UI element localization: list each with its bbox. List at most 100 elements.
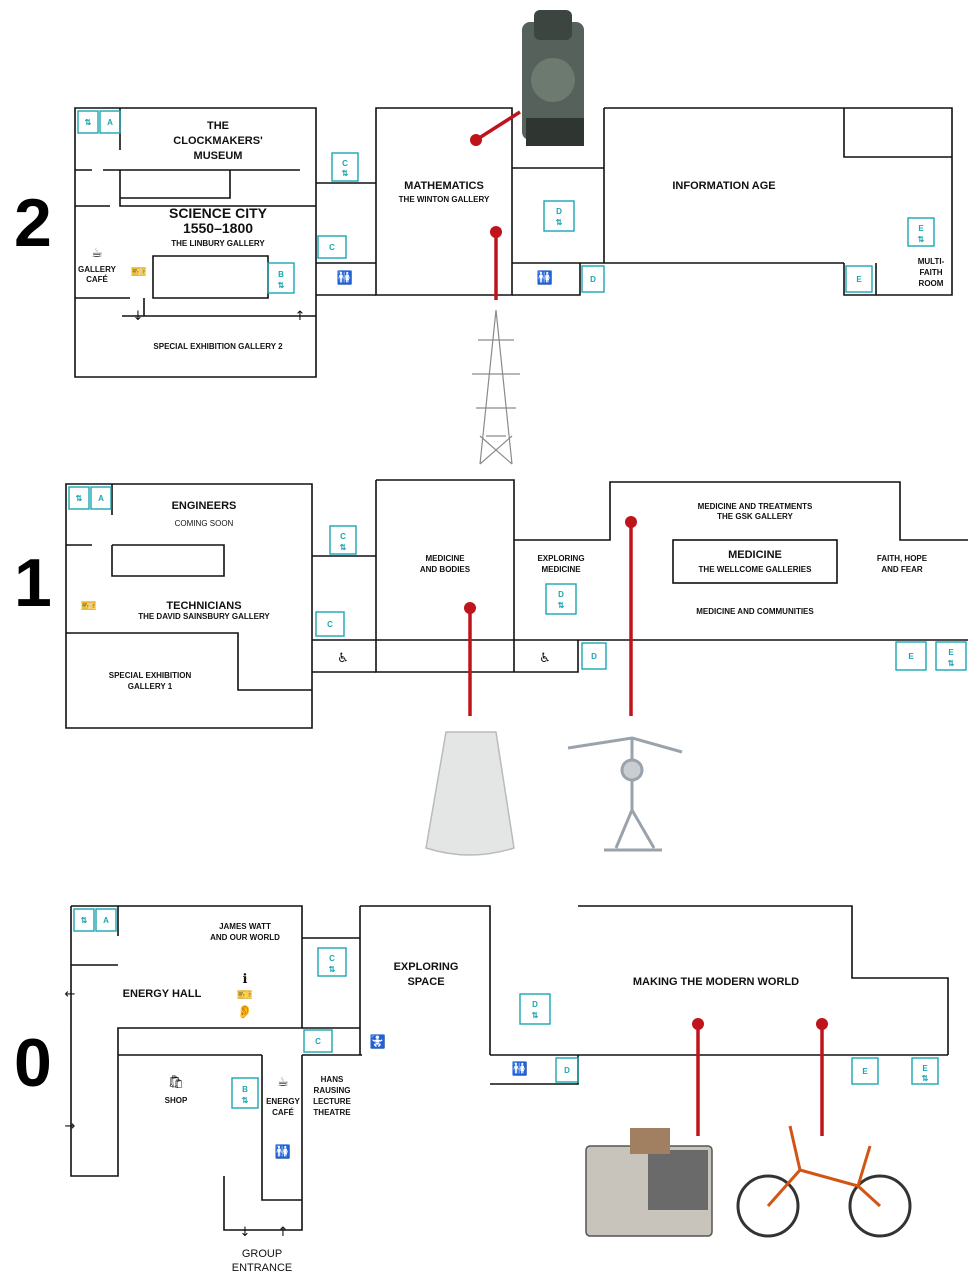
stairs-c-floor2: C [317, 235, 347, 259]
ticket-icon: 🎫 [131, 265, 147, 280]
room-label-faith-hope-1: FAITH, HOPE [877, 554, 928, 563]
lift-a-floor2: ⇅ [77, 110, 99, 134]
object-pin-pylon [472, 226, 520, 465]
room-sub-mathematics: THE WINTON GALLERY [399, 195, 490, 204]
floor1-medicine-walls [375, 479, 968, 641]
lift-e-floor1: E⇅ [935, 641, 967, 671]
floor1-connector-walls [312, 555, 376, 673]
accessible-toilet-icon: ♿ [337, 651, 349, 666]
room-label-science-city-2: 1550–1800 [183, 220, 253, 236]
robot-arm-image [567, 736, 683, 852]
svg-text:A: A [98, 494, 104, 503]
lift-d-floor1: D⇅ [545, 583, 577, 615]
svg-text:⇅: ⇅ [918, 235, 925, 244]
room-label-energy-hall: ENERGY HALL [123, 988, 202, 1000]
floor-2: 2 THE CLOCKMAKERS' MUSEUM SCIENCE CITY 1… [14, 10, 953, 465]
stairs-a-floor0: A [95, 908, 117, 932]
svg-text:E: E [908, 652, 914, 661]
svg-text:D: D [556, 207, 562, 216]
svg-text:C: C [327, 620, 333, 629]
floor-0: 0 JAMES WATT AND OUR WORLD ENERGY HALL S… [14, 905, 949, 1273]
room-label-technicians: TECHNICIANS [166, 600, 241, 612]
stairs-d-floor2: D [581, 265, 605, 293]
room-label-gallery-cafe-1: GALLERY [78, 265, 117, 274]
svg-text:E: E [922, 1064, 928, 1073]
room-label-science-city-1: SCIENCE CITY [169, 205, 268, 221]
room-label-medicine-communities: MEDICINE AND COMMUNITIES [696, 607, 814, 616]
room-sub-science-city: THE LINBURY GALLERY [171, 239, 265, 248]
svg-text:⇅: ⇅ [558, 601, 565, 610]
arrow-icon: → [65, 1119, 76, 1134]
floor1-left-wing-walls [65, 483, 313, 729]
lift-c-floor0: C⇅ [317, 947, 347, 977]
room-label-special-exhibition-1b: GALLERY 1 [128, 682, 173, 691]
stairs-c-floor0: C [303, 1029, 333, 1053]
room-label-multi-faith-1: MULTI- [918, 257, 945, 266]
svg-text:D: D [590, 275, 596, 284]
lift-d-floor2: D⇅ [543, 200, 575, 232]
hearing-loop-icon: 👂 [237, 1004, 253, 1020]
floor-1: 1 ENGINEERS COMING SOON TECHNICIANS THE … [14, 479, 968, 856]
arrow-icon: ↑ [295, 309, 306, 324]
room-label-information-age: INFORMATION AGE [672, 180, 775, 192]
stairs-e-floor2: E [845, 265, 873, 293]
lift-a-floor0: ⇅ [73, 908, 95, 932]
room-label-james-watt-1: JAMES WATT [219, 922, 271, 931]
room-label-faith-hope-2: AND FEAR [881, 565, 923, 574]
stairs-e-floor1: E [895, 641, 927, 671]
svg-text:⇅: ⇅ [340, 543, 347, 552]
svg-text:D: D [591, 652, 597, 661]
accessible-toilet-icon: ♿ [539, 651, 551, 666]
object-pin-theodolite [470, 10, 584, 146]
svg-text:B: B [278, 270, 284, 279]
svg-text:⇅: ⇅ [81, 916, 88, 925]
arrow-icon: ← [65, 987, 76, 1002]
room-sub-technicians: THE DAVID SAINSBURY GALLERY [138, 612, 270, 621]
lift-a-floor1: ⇅ [68, 486, 90, 510]
room-label-mathematics: MATHEMATICS [404, 180, 484, 192]
stairs-d-floor0: D [555, 1057, 579, 1083]
lift-c-floor2: C⇅ [331, 152, 359, 182]
room-label-multi-faith-3: ROOM [919, 279, 944, 288]
room-label-medicine-bodies-2: AND BODIES [420, 565, 471, 574]
svg-text:E: E [948, 648, 954, 657]
svg-text:E: E [856, 275, 862, 284]
room-label-engineers: ENGINEERS [172, 500, 237, 512]
lift-e-floor2: E⇅ [907, 217, 935, 247]
room-label-clockmakers-1: THE [207, 120, 229, 132]
room-label-special-exhibition-2: SPECIAL EXHIBITION GALLERY 2 [153, 342, 283, 351]
svg-text:C: C [329, 243, 335, 252]
svg-text:⇅: ⇅ [278, 281, 285, 290]
floor-number-1: 1 [14, 545, 52, 621]
floor0-connector-walls [302, 937, 362, 1056]
floor0-energy-hall-walls [70, 905, 303, 1177]
shop-bag-icon: 🛍 [168, 1074, 185, 1090]
room-label-gallery-cafe-2: CAFÉ [86, 275, 108, 284]
svg-text:D: D [564, 1066, 570, 1075]
room-label-exploring-space-1: EXPLORING [394, 961, 459, 973]
toilets-icon: 🚻 [537, 270, 553, 286]
ticket-icon: 🎫 [237, 988, 253, 1003]
room-label-medicine-bodies-1: MEDICINE [425, 554, 465, 563]
floor1-left-wing-inner-walls [66, 484, 312, 691]
room-label-clockmakers-2: CLOCKMAKERS' [173, 135, 263, 147]
stairs-d-floor1: D [581, 642, 607, 670]
floor2-connector-walls [316, 182, 376, 296]
svg-text:⇅: ⇅ [342, 169, 349, 178]
lift-b-floor0: B⇅ [231, 1077, 259, 1109]
loom-image [585, 1128, 713, 1237]
toilets-icon: 🚻 [512, 1061, 528, 1077]
room-label-hans-rausing-4: THEATRE [313, 1108, 351, 1117]
toilets-icon: 🚻 [275, 1144, 291, 1160]
svg-text:E: E [918, 224, 924, 233]
room-label-special-exhibition-1a: SPECIAL EXHIBITION [109, 671, 192, 680]
svg-text:⇅: ⇅ [922, 1074, 929, 1083]
svg-text:⇅: ⇅ [85, 118, 92, 127]
svg-text:C: C [340, 532, 346, 541]
room-label-energy-cafe-2: CAFÉ [272, 1108, 294, 1117]
floor-number-0: 0 [14, 1025, 52, 1101]
room-sub-medicine: THE WELLCOME GALLERIES [699, 565, 813, 574]
room-label-clockmakers-3: MUSEUM [194, 150, 243, 162]
room-label-exploring-medicine-1: EXPLORING [537, 554, 584, 563]
